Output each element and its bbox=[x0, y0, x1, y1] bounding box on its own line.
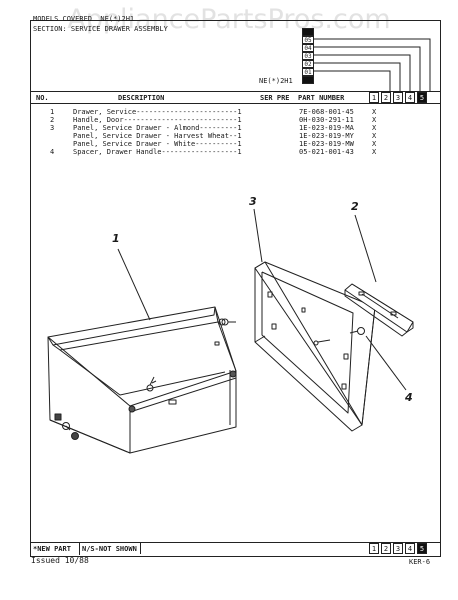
footer-num-box: 5 bbox=[417, 543, 427, 554]
drawer-service bbox=[47, 306, 237, 454]
part-number: 1E-023-019-MY bbox=[299, 132, 354, 140]
stack-label: 04 bbox=[302, 44, 314, 52]
part-number: 1E-023-019-MA bbox=[299, 124, 354, 132]
leader-3 bbox=[253, 208, 263, 263]
footer-num-box: 3 bbox=[393, 543, 403, 554]
part-number: 0H-030-291-11 bbox=[299, 116, 354, 124]
fastener-set-left bbox=[54, 413, 79, 440]
footer-legend-box bbox=[30, 542, 141, 554]
part-mark: X bbox=[372, 116, 377, 124]
part-desc: Panel, Service Drawer - Harvest Wheat--1 bbox=[73, 132, 242, 140]
col-num-box: 2 bbox=[381, 92, 391, 103]
part-desc: Drawer, Service------------------------1 bbox=[73, 108, 242, 116]
part-no: 2 bbox=[50, 116, 55, 124]
part-mark: X bbox=[372, 140, 377, 148]
col-ser-pre: SER PRE bbox=[260, 94, 290, 102]
legend-new-part: *NEW PART bbox=[33, 545, 71, 553]
legend-not-shown: N/S-NOT SHOWN bbox=[82, 545, 137, 553]
part-mark: X bbox=[372, 124, 377, 132]
part-no: 4 bbox=[50, 148, 55, 156]
page-frame bbox=[30, 20, 441, 557]
stack-label: 02 bbox=[302, 60, 314, 68]
col-part-number: PART NUMBER bbox=[298, 94, 345, 102]
col-description: DESCRIPTION bbox=[118, 94, 165, 102]
leader-1 bbox=[117, 248, 151, 321]
col-num-box: 1 bbox=[369, 92, 379, 103]
part-number: 1E-023-019-MW bbox=[299, 140, 354, 148]
part-no: 3 bbox=[50, 124, 55, 132]
section-line: SECTION: SERVICE DRAWER ASSEMBLY bbox=[33, 25, 168, 33]
part-desc: Panel, Service Drawer - White----------1 bbox=[73, 140, 242, 148]
part-desc: Panel, Service Drawer - Almond---------1 bbox=[73, 124, 242, 132]
leader-4 bbox=[365, 335, 407, 391]
part-mark: X bbox=[372, 132, 377, 140]
watermark: AppliancePartsPros.com bbox=[67, 4, 391, 35]
col-num-box: 4 bbox=[405, 92, 415, 103]
part-mark: X bbox=[372, 108, 377, 116]
col-num-box: 3 bbox=[393, 92, 403, 103]
spacer-drawer-handle bbox=[349, 327, 365, 335]
part-number: 7E-068-001-45 bbox=[299, 108, 354, 116]
stack-label: 05 bbox=[302, 36, 314, 44]
col-num-box: 5 bbox=[417, 92, 427, 103]
leader-2 bbox=[354, 214, 377, 283]
stack-leader-lines bbox=[314, 38, 431, 91]
stack-label: 01 bbox=[302, 68, 314, 76]
stack-label: 03 bbox=[302, 52, 314, 60]
footer-divider bbox=[79, 542, 80, 555]
models-covered-line: MODELS COVERED NE(*)2H1 bbox=[33, 15, 135, 23]
issued-date: Issued 10/88 bbox=[31, 556, 89, 565]
footer-num-box: 4 bbox=[405, 543, 415, 554]
callout-4: 4 bbox=[405, 391, 413, 404]
part-number: 05-021-001-43 bbox=[299, 148, 354, 156]
part-desc: Handle, Door---------------------------1 bbox=[73, 116, 242, 124]
part-mark: X bbox=[372, 148, 377, 156]
col-no: NO. bbox=[36, 94, 49, 102]
header-rule-top bbox=[30, 91, 440, 92]
callout-2: 2 bbox=[351, 200, 359, 213]
footer-num-box: 1 bbox=[369, 543, 379, 554]
page-code: KER-6 bbox=[409, 558, 431, 566]
screw-right bbox=[221, 318, 236, 326]
stack-top-marker bbox=[302, 28, 314, 36]
part-desc: Spacer, Drawer Handle------------------1 bbox=[73, 148, 242, 156]
footer-num-box: 2 bbox=[381, 543, 391, 554]
handle-door bbox=[344, 283, 414, 337]
stack-bottom-marker bbox=[302, 76, 314, 84]
screw-center bbox=[146, 376, 155, 392]
callout-1: 1 bbox=[112, 232, 120, 245]
panel-service-drawer bbox=[254, 261, 376, 432]
footer-rule bbox=[30, 542, 440, 543]
part-no: 1 bbox=[50, 108, 55, 116]
header-rule-bottom bbox=[30, 103, 440, 104]
model-code: NE(*)2H1 bbox=[259, 77, 293, 85]
callout-3: 3 bbox=[249, 195, 257, 208]
